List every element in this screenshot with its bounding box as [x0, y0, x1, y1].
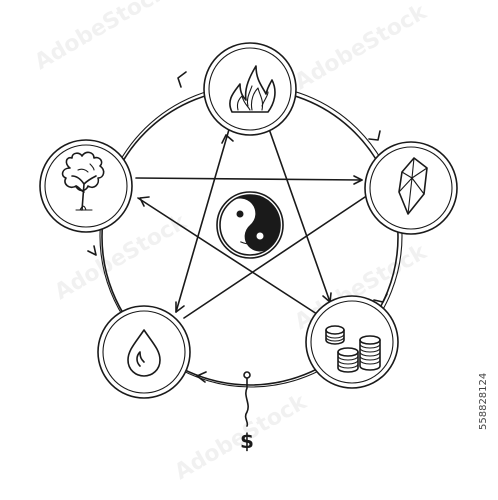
- yin-yang-icon: [219, 194, 281, 256]
- star-arrow-fire: [221, 134, 234, 144]
- crystal-node-inner-ring: [369, 146, 453, 230]
- star-arrow-earth: [353, 175, 363, 185]
- star-line-wood-earth: [135, 177, 363, 181]
- star-line-wood-metal: [137, 197, 321, 317]
- coins-node-inner-ring: [310, 300, 394, 384]
- fire-node: [203, 42, 297, 136]
- star-arrow-wood: [139, 196, 150, 207]
- fire-node-inner-ring: [208, 47, 292, 131]
- coins-node-outer-ring: [305, 295, 399, 389]
- star-line-earth-water: [183, 196, 366, 319]
- fire-icon: [229, 65, 276, 113]
- crystal-node: [364, 141, 458, 235]
- coins-icon: [325, 325, 381, 373]
- controlling-star: [135, 125, 366, 319]
- water-node-inner-ring: [102, 310, 186, 394]
- star-line-fire-water: [175, 125, 231, 313]
- water-drop-icon: [127, 329, 161, 377]
- pendant-hook: [243, 371, 251, 379]
- cycle-arrow-earth-metal: [373, 293, 388, 303]
- center-node: [216, 191, 284, 259]
- dollar-sign-icon: $: [240, 429, 254, 453]
- crystal-icon: [398, 157, 428, 215]
- svg-text:AdobeStock: AdobeStock: [291, 0, 433, 95]
- cycle-arrow-water-wood: [87, 245, 97, 256]
- star-line-fire-metal: [267, 125, 331, 303]
- cycle-arrow-metal-water: [196, 371, 207, 383]
- coins-node: [305, 295, 399, 389]
- star-arrow-water: [175, 301, 185, 313]
- dollar-pendant: $: [240, 371, 254, 453]
- cycle-arrow-fire-earth: [368, 130, 381, 141]
- tree-icon: [61, 151, 105, 211]
- tree-node-outer-ring: [39, 139, 133, 233]
- stock-id: 558828124: [478, 373, 489, 430]
- cycle-arrow-wood-fire: [177, 71, 187, 88]
- fire-node-outer-ring: [203, 42, 297, 136]
- star-arrow-metal: [322, 292, 332, 303]
- tree-node: [39, 139, 133, 233]
- svg-text:AdobeStock: AdobeStock: [31, 0, 173, 75]
- water-node-outer-ring: [97, 305, 191, 399]
- water-node: [97, 305, 191, 399]
- tree-node-inner-ring: [44, 144, 128, 228]
